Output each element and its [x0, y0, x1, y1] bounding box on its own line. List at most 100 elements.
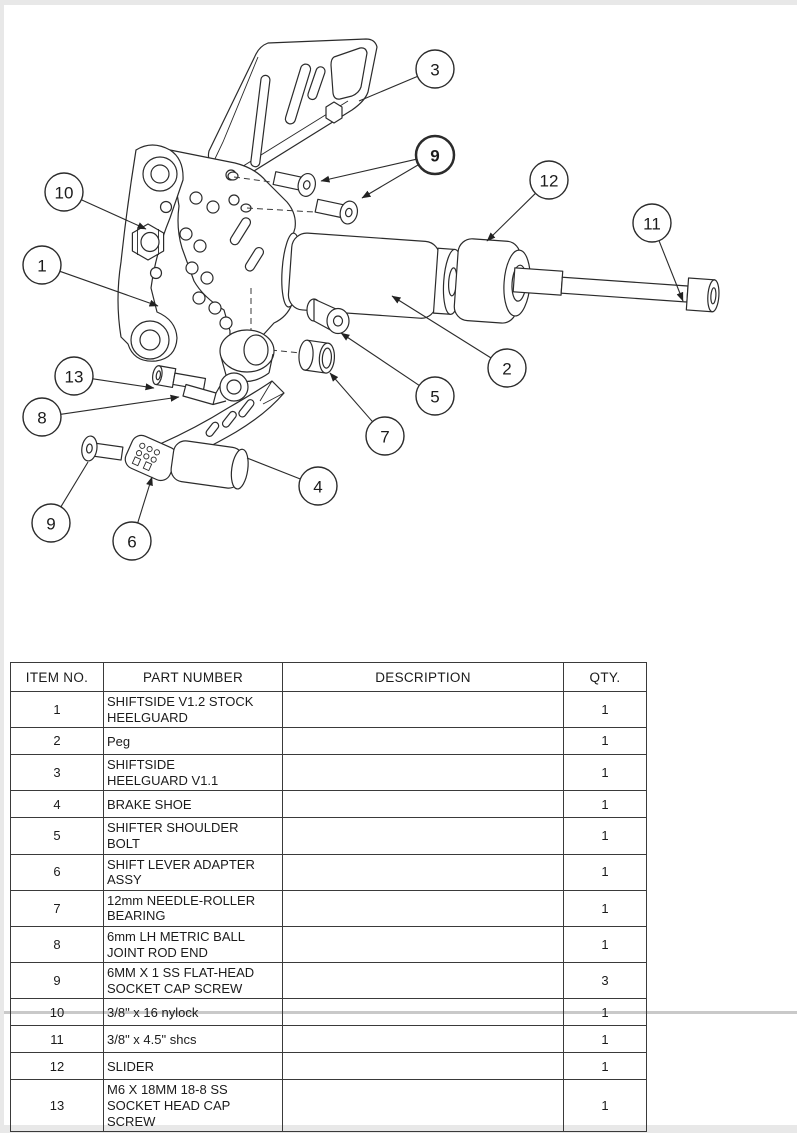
bom-header-row: ITEM NO. PART NUMBER DESCRIPTION QTY.	[10, 662, 647, 692]
svg-text:6: 6	[127, 533, 136, 552]
part-flathead-screws-top-drawing	[272, 171, 359, 225]
bom-row: 6 SHIFT LEVER ADAPTER ASSY 1	[10, 853, 647, 891]
leader-line-1	[59, 270, 159, 307]
leader-line-2	[391, 295, 492, 359]
cell-part-number: 12mm NEEDLE-ROLLER BEARING	[103, 889, 283, 927]
cell-description	[282, 1052, 564, 1081]
cell-item-no: 11	[10, 1025, 104, 1054]
leader-line-4	[246, 457, 301, 480]
cell-description	[282, 727, 564, 756]
cell-qty: 1	[563, 925, 647, 964]
balloon-13: 13	[54, 356, 155, 396]
cell-qty: 1	[563, 1079, 647, 1133]
svg-text:10: 10	[55, 184, 74, 203]
bom-rows: 1 SHIFTSIDE V1.2 STOCK HEELGUARD 1 2 Peg…	[10, 690, 647, 1133]
cell-description	[282, 754, 564, 792]
part-needle-bearing-drawing	[298, 339, 336, 374]
balloon-4: 4	[246, 457, 338, 506]
svg-text:12: 12	[540, 172, 559, 191]
cell-description	[282, 817, 564, 855]
cell-qty: 3	[563, 962, 647, 1000]
cell-item-no: 13	[10, 1079, 104, 1133]
part-shoulder-bolt-drawing	[306, 298, 350, 335]
leader-line-9	[60, 461, 89, 508]
cell-item-no: 5	[10, 817, 104, 855]
main-bracket-drawing	[169, 149, 299, 354]
cell-part-number: 3/8" x 4.5" shcs	[103, 1025, 283, 1054]
leader-line-12	[486, 192, 536, 242]
construction-lines	[233, 176, 315, 354]
leader-line-3	[358, 75, 418, 102]
cell-part-number: 6mm LH METRIC BALL JOINT ROD END	[103, 925, 283, 964]
leader-line-9	[320, 158, 417, 183]
svg-text:11: 11	[643, 215, 661, 234]
cell-description	[282, 853, 564, 891]
cell-qty: 1	[563, 1025, 647, 1054]
svg-text:2: 2	[502, 360, 511, 379]
col-header-description: DESCRIPTION	[282, 662, 564, 692]
col-header-qty: QTY.	[563, 662, 647, 692]
svg-text:5: 5	[430, 388, 439, 407]
bom-row: 7 12mm NEEDLE-ROLLER BEARING 1	[10, 889, 647, 927]
bom-row: 13 M6 X 18MM 18-8 SS SOCKET HEAD CAP SCR…	[10, 1079, 647, 1133]
cell-part-number: SHIFTSIDE V1.2 STOCK HEELGUARD	[103, 690, 283, 729]
balloon-9: 9	[31, 461, 89, 543]
cell-qty: 1	[563, 1052, 647, 1081]
balloon-12: 12	[486, 160, 569, 242]
part-nylock-nut-drawing	[131, 223, 165, 261]
balloon-10: 10	[44, 172, 147, 230]
cell-part-number: 3/8" x 16 nylock	[103, 998, 283, 1027]
part-heelguard-v11-drawing	[207, 38, 378, 178]
part-m6-shcs-drawing	[152, 365, 207, 391]
svg-text:9: 9	[430, 147, 439, 166]
svg-text:13: 13	[65, 368, 84, 387]
cell-part-number: SHIFTSIDE HEELGUARD V1.1	[103, 754, 283, 792]
cell-qty: 1	[563, 998, 647, 1027]
cell-qty: 1	[563, 727, 647, 756]
bom-row: 2 Peg 1	[10, 727, 647, 756]
cell-description	[282, 889, 564, 927]
cell-qty: 1	[563, 889, 647, 927]
leader-line-6	[137, 476, 153, 524]
balloon-8: 8	[22, 394, 180, 437]
svg-text:7: 7	[380, 428, 389, 447]
bom-row: 11 3/8" x 4.5" shcs 1	[10, 1025, 647, 1054]
bom-row: 4 BRAKE SHOE 1	[10, 790, 647, 819]
balloon-2: 2	[391, 295, 527, 388]
cell-description	[282, 790, 564, 819]
cell-description	[282, 1025, 564, 1054]
svg-text:9: 9	[46, 515, 55, 534]
cell-description	[282, 998, 564, 1027]
cell-qty: 1	[563, 790, 647, 819]
balloon-3: 3	[358, 49, 455, 102]
cell-item-no: 2	[10, 727, 104, 756]
svg-text:3: 3	[430, 61, 439, 80]
cell-item-no: 12	[10, 1052, 104, 1081]
cell-part-number: SLIDER	[103, 1052, 283, 1081]
cell-item-no: 3	[10, 754, 104, 792]
part-brake-shoe-drawing	[170, 440, 249, 490]
cell-description	[282, 690, 564, 729]
leader-line-7	[329, 372, 373, 423]
bom-row: 9 6MM X 1 SS FLAT-HEAD SOCKET CAP SCREW …	[10, 962, 647, 1000]
cell-item-no: 10	[10, 998, 104, 1027]
bom-row: 10 3/8" x 16 nylock 1	[10, 998, 647, 1027]
cell-part-number: M6 X 18MM 18-8 SS SOCKET HEAD CAP SCREW	[103, 1079, 283, 1133]
cell-part-number: 6MM X 1 SS FLAT-HEAD SOCKET CAP SCREW	[103, 962, 283, 1000]
balloon-7: 7	[329, 372, 405, 456]
bom-row: 8 6mm LH METRIC BALL JOINT ROD END 1	[10, 925, 647, 964]
bom-row: 12 SLIDER 1	[10, 1052, 647, 1081]
cell-item-no: 9	[10, 962, 104, 1000]
svg-text:8: 8	[37, 409, 46, 428]
leader-line-11	[658, 240, 684, 302]
balloon-9: 9	[320, 134, 456, 199]
part-ball-joint-drawing	[182, 372, 249, 406]
part-long-bolt-drawing	[512, 267, 720, 313]
part-flathead-screw-bottom-drawing	[81, 435, 124, 462]
balloon-6: 6	[112, 476, 153, 561]
leader-line-9	[361, 164, 419, 199]
cell-qty: 1	[563, 690, 647, 729]
